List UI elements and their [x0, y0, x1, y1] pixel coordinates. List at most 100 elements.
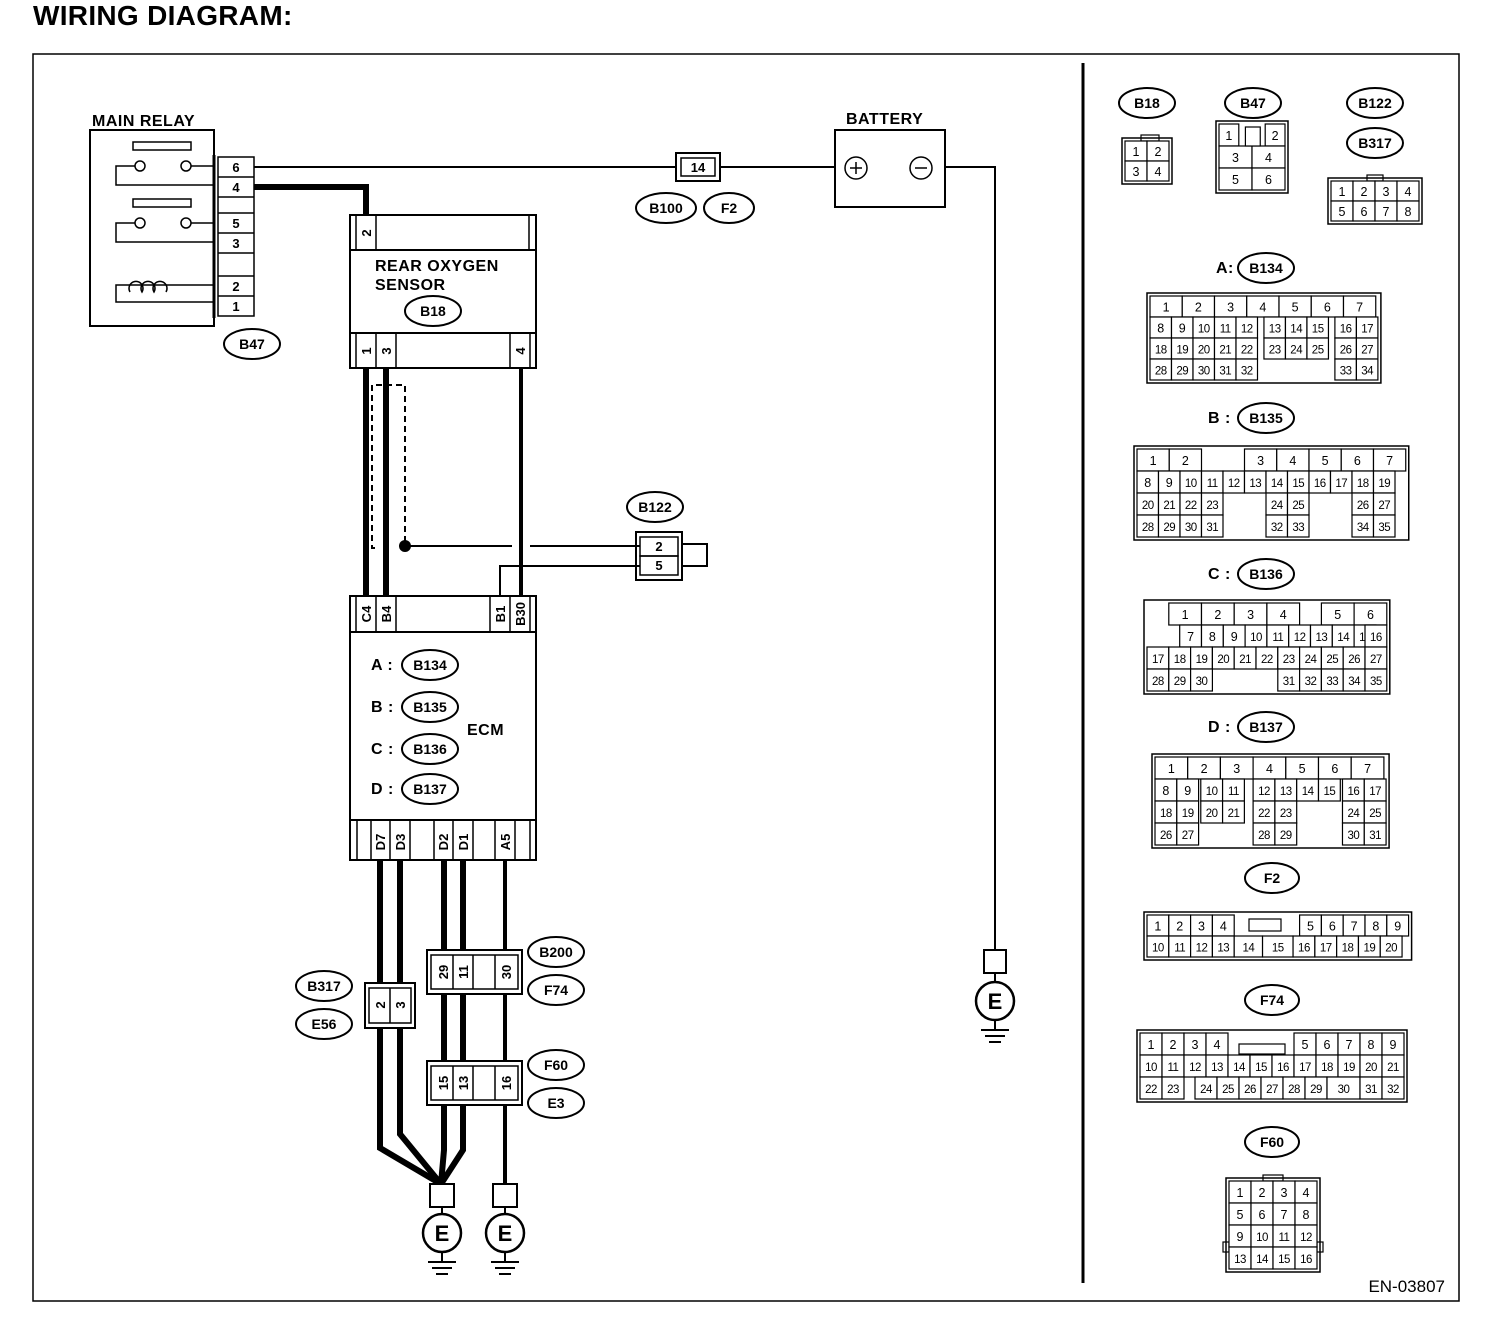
pin-number: 10 — [1185, 478, 1197, 490]
pin-number: 12 — [1294, 632, 1306, 644]
main-relay-label: MAIN RELAY — [92, 113, 195, 130]
pin-number: 20 — [1365, 1062, 1377, 1074]
pin-number: 21 — [1387, 1062, 1399, 1074]
fuse-connector-b100: B100 — [649, 200, 683, 216]
sensor-pin-4: 4 — [513, 347, 528, 355]
pin-number: 19 — [1363, 943, 1375, 955]
view-f74-label: F74 — [1260, 992, 1284, 1008]
pin-number: 1 — [1154, 920, 1161, 934]
ground-label: E — [498, 1221, 513, 1246]
view-b136-label: B136 — [1249, 566, 1283, 582]
pin-number: 9 — [1390, 1038, 1397, 1052]
pin-number: 19 — [1378, 478, 1390, 490]
pin-number: 2 — [1176, 920, 1183, 934]
ecm-conn-b137: B137 — [413, 781, 447, 797]
pin-number: 4 — [1405, 185, 1412, 199]
pin-number: 18 — [1160, 808, 1172, 820]
pin-number: 17 — [1361, 324, 1373, 336]
ecm-conn-d-letter: D : — [371, 781, 394, 798]
fuse-connector-f2: F2 — [721, 200, 738, 216]
pin-number: 5 — [1232, 173, 1239, 187]
junction-f74: F74 — [544, 982, 568, 998]
page-title: WIRING DIAGRAM: — [33, 0, 293, 31]
battery-minus-icon — [909, 156, 933, 180]
ground-ecm-1: E — [421, 1183, 463, 1275]
pin-number: 3 — [1247, 608, 1254, 622]
pin-number: 19 — [1176, 345, 1188, 357]
pin-number: 33 — [1326, 676, 1338, 688]
ecm-conn-b134: B134 — [413, 657, 447, 673]
pin-number: 14 — [1256, 1254, 1269, 1266]
pin-grid-frame — [1225, 1177, 1321, 1273]
pin-number: 19 — [1182, 808, 1194, 820]
pin-number: 4 — [1214, 1038, 1221, 1052]
pin-number: 21 — [1239, 654, 1251, 666]
pin-number: 15 — [1324, 786, 1336, 798]
ecm-conn-c-letter: C : — [371, 741, 394, 758]
pin-number: 12 — [1228, 478, 1240, 490]
main-relay: MAIN RELAY 6 4 5 3 2 1 B47 — [89, 113, 281, 360]
pin-number: 2 — [1259, 1186, 1266, 1200]
pin-number: 30 — [1185, 522, 1197, 534]
ecm-pin-d2: D2 — [436, 834, 451, 851]
pin-number: 15 — [1312, 324, 1324, 336]
ecm-pin-d3: D3 — [393, 834, 408, 851]
pin-number: 28 — [1152, 676, 1164, 688]
pin-cell — [1235, 358, 1259, 381]
b122-pin-5: 5 — [655, 558, 662, 573]
pin-number: 17 — [1335, 478, 1347, 490]
pin-number: 8 — [1368, 1038, 1375, 1052]
pin-number: 6 — [1329, 920, 1336, 934]
f60-pin-13: 13 — [456, 1076, 471, 1090]
pin-number: 31 — [1365, 1084, 1377, 1096]
pin-number: 27 — [1370, 654, 1382, 666]
pin-grid-frame — [1215, 120, 1289, 194]
view-b18-label: B18 — [1134, 95, 1160, 111]
pin-number: 16 — [1370, 632, 1382, 644]
pin-number: 24 — [1200, 1084, 1213, 1096]
wires — [254, 166, 996, 1187]
pin-cell — [1363, 822, 1387, 846]
b122-pin-2: 2 — [655, 539, 662, 554]
pin-number: 1 — [1339, 185, 1346, 199]
pin-number: 30 — [1338, 1084, 1350, 1096]
pin-number: 4 — [1265, 151, 1272, 165]
pin-number: 29 — [1310, 1084, 1322, 1096]
pin-number: 6 — [1361, 205, 1368, 219]
pin-number: 6 — [1259, 1208, 1266, 1222]
pin-number: 10 — [1256, 1232, 1268, 1244]
pin-number: 7 — [1364, 762, 1371, 776]
pin-number: 12 — [1241, 324, 1253, 336]
b200-f74-junction: 29 11 30 B200 F74 — [426, 936, 585, 1006]
pin-number: 17 — [1320, 943, 1332, 955]
pin-number: 10 — [1152, 943, 1164, 955]
pin-cell — [1294, 1246, 1318, 1270]
pin-number: 2 — [1170, 1038, 1177, 1052]
pin-number: 15 — [1292, 478, 1304, 490]
pin-number: 13 — [1269, 324, 1281, 336]
pin-number: 28 — [1288, 1084, 1300, 1096]
junction-e56: E56 — [312, 1016, 337, 1032]
pin-number: 7 — [1351, 920, 1358, 934]
ecm-pin-b1: B1 — [493, 606, 508, 623]
shield-junction — [399, 540, 411, 552]
pin-number: 29 — [1176, 366, 1188, 378]
pin-number: 32 — [1387, 1084, 1399, 1096]
pin-number: 8 — [1372, 920, 1379, 934]
fuse-number: 14 — [691, 160, 706, 175]
pin-grid-frame — [1143, 599, 1391, 695]
ecm-label: ECM — [467, 722, 504, 739]
pin-number: 4 — [1266, 762, 1273, 776]
pin-cell — [1317, 778, 1341, 802]
pin-number: 26 — [1340, 345, 1352, 357]
figure-id: EN-03807 — [1368, 1277, 1445, 1296]
pin-cell — [1189, 668, 1213, 692]
sensor-pin-1: 1 — [359, 347, 374, 354]
pin-number: 21 — [1163, 500, 1175, 512]
pin-number: 14 — [1271, 478, 1284, 490]
pin-number: 16 — [1277, 1062, 1289, 1074]
